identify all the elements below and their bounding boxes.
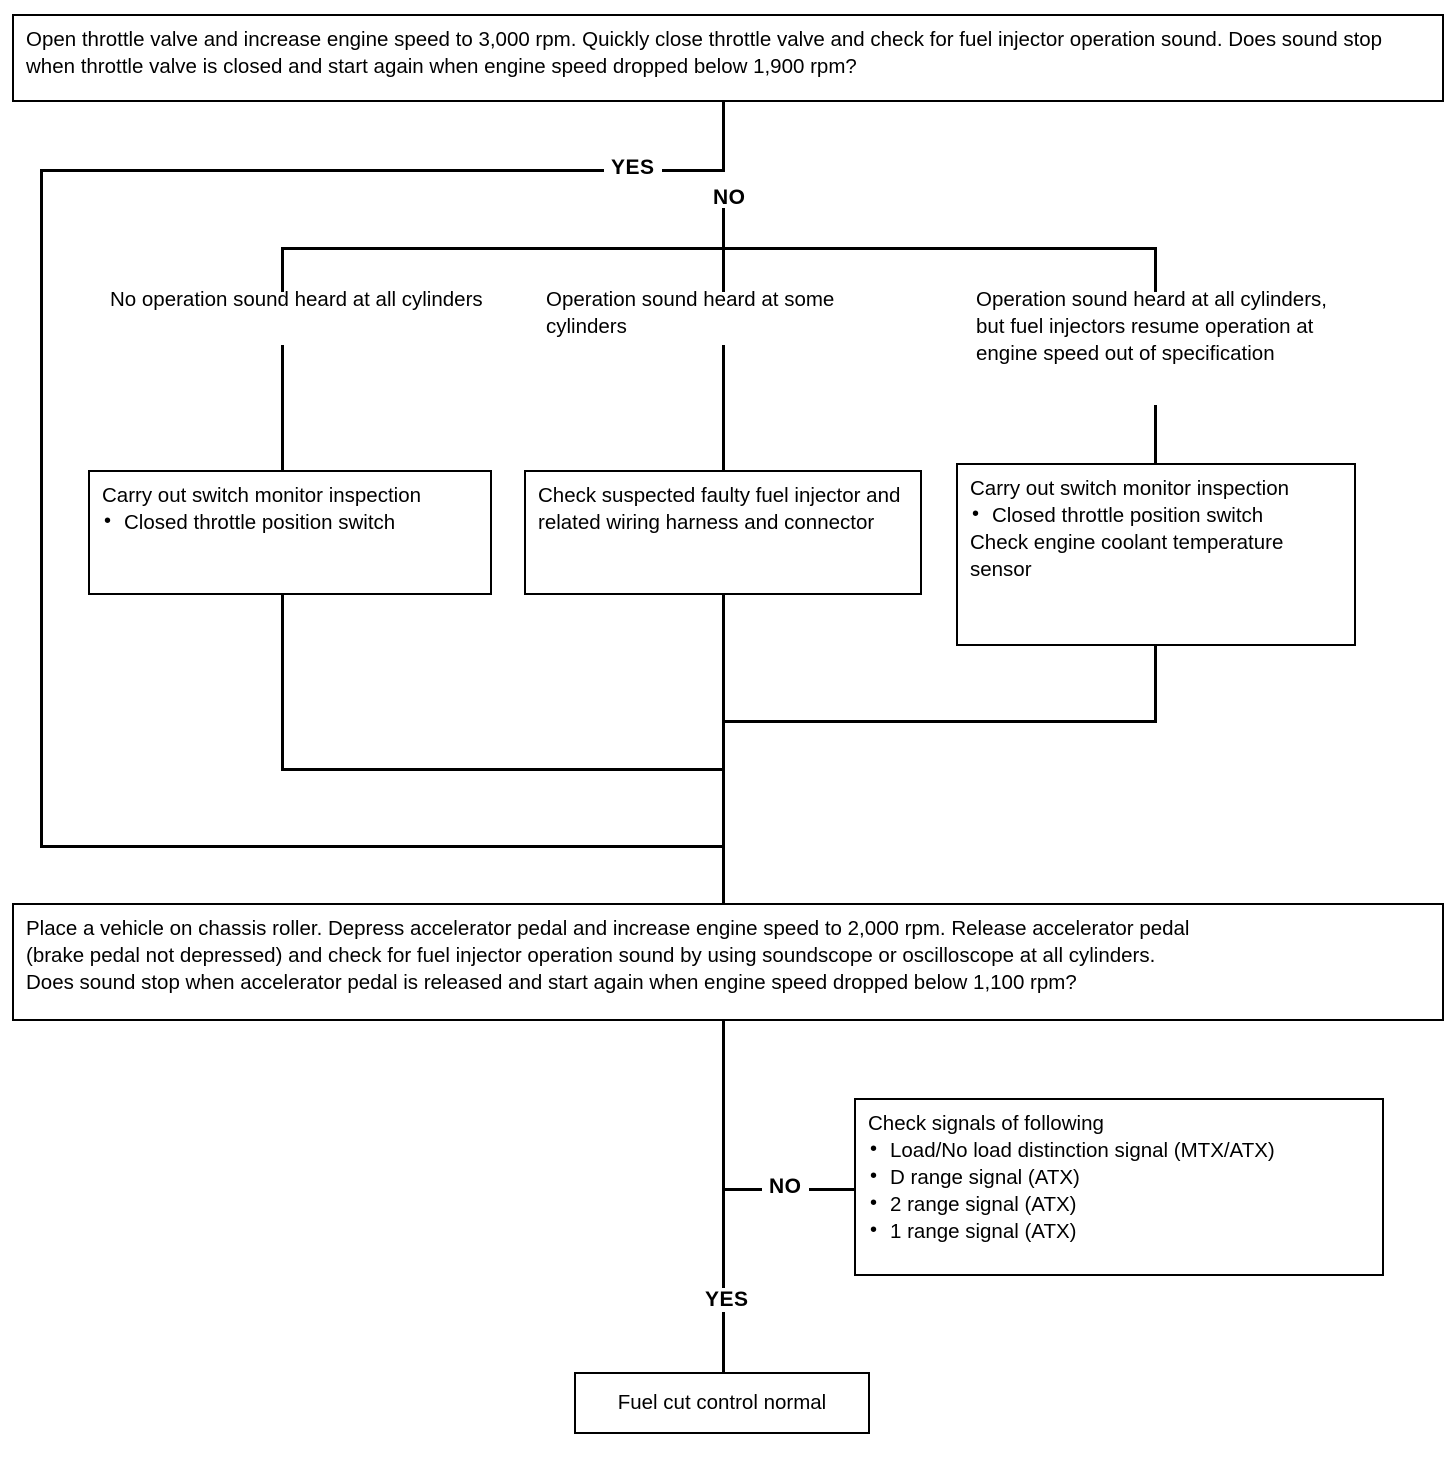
check-signals-bullets: Load/No load distinction signal (MTX/ATX… bbox=[868, 1136, 1370, 1245]
connector-cond-mid-to-box bbox=[722, 345, 725, 473]
action-right-bullets: Closed throttle position switch bbox=[970, 501, 1342, 529]
connector-cond-right-to-box bbox=[1154, 405, 1157, 473]
action-left-bullets: Closed throttle position switch bbox=[102, 508, 478, 536]
connector-center-trunk bbox=[722, 595, 725, 905]
connector-left-box-down bbox=[281, 595, 284, 770]
list-item: Load/No load distinction signal (MTX/ATX… bbox=[868, 1136, 1370, 1164]
label-no-bottom: NO bbox=[762, 1175, 809, 1199]
check-signals-box: Check signals of following Load/No load … bbox=[854, 1098, 1384, 1276]
question-1-box: Open throttle valve and increase engine … bbox=[12, 14, 1444, 102]
connector-right-box-down bbox=[1154, 646, 1157, 723]
label-yes-bottom: YES bbox=[698, 1288, 756, 1312]
question-1-text: Open throttle valve and increase engine … bbox=[26, 28, 1383, 79]
list-item: 2 range signal (ATX) bbox=[868, 1190, 1370, 1218]
action-middle-heading: Check suspected faulty fuel injector and… bbox=[538, 484, 901, 535]
condition-all-sound-out-of-spec: Operation sound heard at all cylinders, … bbox=[976, 288, 1327, 366]
question-2-box: Place a vehicle on chassis roller. Depre… bbox=[12, 903, 1444, 1021]
connector-yes-loopback bbox=[40, 845, 725, 848]
connector-distribution-bar bbox=[281, 247, 1157, 250]
connector-yes-horizontal bbox=[40, 169, 725, 172]
connector-cond-left-to-box bbox=[281, 345, 284, 473]
action-right-extra: Check engine coolant temperature sensor bbox=[970, 531, 1284, 582]
action-box-right: Carry out switch monitor inspection Clos… bbox=[956, 463, 1356, 646]
connector-branch-left-down bbox=[281, 247, 284, 292]
connector-left-box-to-center bbox=[281, 768, 725, 771]
connector-q2-down bbox=[722, 1021, 725, 1373]
connector-yes-left-vertical bbox=[40, 169, 43, 847]
action-left-heading: Carry out switch monitor inspection bbox=[102, 484, 422, 507]
check-signals-heading: Check signals of following bbox=[868, 1112, 1104, 1135]
condition-no-sound: No operation sound heard at all cylinder… bbox=[110, 288, 483, 311]
action-box-left: Carry out switch monitor inspection Clos… bbox=[88, 470, 492, 595]
list-item: D range signal (ATX) bbox=[868, 1163, 1370, 1191]
list-item: Closed throttle position switch bbox=[970, 501, 1342, 529]
result-box: Fuel cut control normal bbox=[574, 1372, 870, 1434]
connector-right-box-to-center bbox=[722, 720, 1157, 723]
label-yes-top: YES bbox=[604, 156, 662, 180]
result-text: Fuel cut control normal bbox=[617, 1391, 827, 1414]
action-box-middle: Check suspected faulty fuel injector and… bbox=[524, 470, 922, 595]
list-item: 1 range signal (ATX) bbox=[868, 1217, 1370, 1245]
question-2-line-1: Place a vehicle on chassis roller. Depre… bbox=[26, 917, 1190, 940]
question-2-line-2: (brake pedal not depressed) and check fo… bbox=[26, 944, 1156, 968]
action-right-heading: Carry out switch monitor inspection bbox=[970, 477, 1290, 500]
question-2-line-3: Does sound stop when accelerator pedal i… bbox=[26, 971, 1077, 995]
condition-some-sound: Operation sound heard at some cylinders bbox=[546, 288, 835, 339]
list-item: Closed throttle position switch bbox=[102, 508, 478, 536]
connector-branch-right-down bbox=[1154, 247, 1157, 292]
connector-q1-down bbox=[722, 102, 725, 170]
connector-branch-mid-down bbox=[722, 247, 725, 292]
label-no-top: NO bbox=[706, 186, 753, 210]
connector-no-down bbox=[722, 208, 725, 250]
